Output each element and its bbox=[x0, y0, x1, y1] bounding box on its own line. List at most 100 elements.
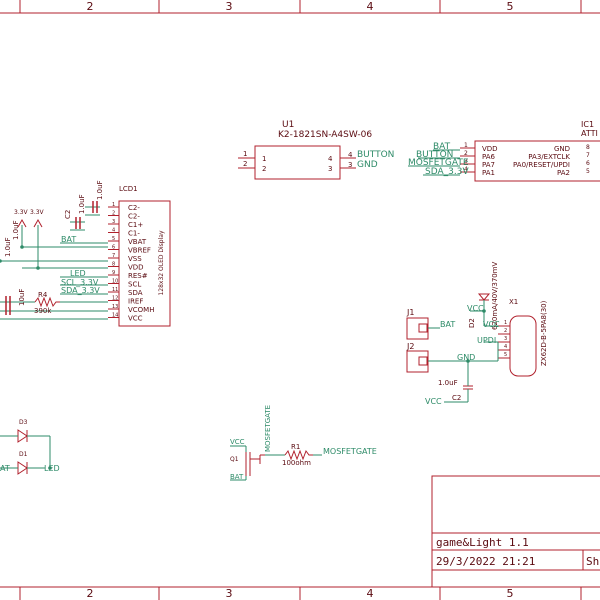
r4-ref: R4 bbox=[38, 291, 48, 299]
ic1-net-mosfetgate: MOSFETGATE bbox=[408, 158, 469, 168]
column-label-top-5: 5 bbox=[507, 0, 514, 13]
lcd1-pin-name: RES# bbox=[128, 272, 148, 280]
revision-date: 29/3/2022 21:21 bbox=[436, 555, 535, 568]
q1-mosfet: VCC BAT MOSFETGATE MOSFETGATE Q1 R1 100o… bbox=[230, 405, 377, 481]
j1-ref: J1 bbox=[406, 308, 414, 317]
cap-top-value: 1.0uF bbox=[96, 180, 104, 200]
ic1-pin-1-num: 1 bbox=[464, 142, 468, 149]
q1-bat: BAT bbox=[230, 473, 244, 481]
power-connectors: J1 J2 D2 620mA/40V/370mV X1 ZX62D-B-5PA8… bbox=[406, 261, 548, 406]
x1-pin-5: 5 bbox=[504, 352, 507, 358]
j1-net-bat: BAT bbox=[440, 320, 455, 329]
led-net-led: LED bbox=[44, 464, 60, 473]
c2-ref: C2 bbox=[452, 394, 461, 402]
frame-column-labels: 2 3 4 5 2 3 4 5 bbox=[87, 0, 514, 600]
lcd1-pin-name: SDA bbox=[128, 289, 143, 297]
cap-left-2-value: 1.0uF bbox=[12, 220, 20, 240]
ic1-pin-pa3: PA3/EXTCLK bbox=[528, 153, 570, 161]
led-d3-ref: D3 bbox=[19, 419, 28, 426]
lcd1-pin-name: SCL bbox=[128, 281, 141, 289]
ic1-net-button: BUTTON bbox=[416, 150, 453, 160]
lcd1-net-scl: SCL_3.3V bbox=[61, 278, 99, 287]
x1-net-vcc: VCC bbox=[483, 320, 500, 329]
x1-value: ZX62D-B-5PA8(30) bbox=[540, 300, 548, 366]
ic1-pin-pa1: PA1 bbox=[482, 169, 495, 177]
lcd1-pin-number: 13 bbox=[112, 304, 118, 310]
ic1-pin-7-num: 7 bbox=[586, 152, 590, 159]
ic1-pin-pa6: PA6 bbox=[482, 153, 496, 161]
lcd1-pin-number: 2 bbox=[112, 211, 115, 217]
x1-pin-4: 4 bbox=[504, 344, 507, 350]
column-label-bottom-5: 5 bbox=[507, 587, 514, 600]
lcd1-pin-number: 5 bbox=[112, 236, 115, 242]
q1-net-out: MOSFETGATE bbox=[323, 447, 377, 456]
led-net-bat: AT bbox=[0, 464, 10, 473]
lcd1-pin-name: IREF bbox=[128, 298, 143, 306]
title-block-text: game&Light 1.1 29/3/2022 21:21 Sh bbox=[436, 536, 599, 568]
q1-ref: Q1 bbox=[230, 456, 239, 463]
x1-ref: X1 bbox=[509, 298, 518, 306]
lcd1-pin-name: VBAT bbox=[128, 238, 147, 246]
lcd1-pin-name: C2- bbox=[128, 204, 140, 212]
column-label-top-4: 4 bbox=[367, 0, 374, 13]
lcd1-ref: LCD1 bbox=[119, 185, 138, 193]
lcd1-net-led: LED bbox=[70, 269, 86, 278]
lcd1-pin-number: 10 bbox=[112, 279, 118, 285]
ic1-pin-vdd: VDD bbox=[482, 145, 498, 153]
lcd1-net-bat: BAT bbox=[61, 235, 76, 244]
lcd1-pin-number: 9 bbox=[112, 270, 115, 276]
u1-ref: U1 bbox=[282, 120, 294, 130]
ic1-pin-3-num: 3 bbox=[464, 158, 468, 165]
lcd1-pin-number: 4 bbox=[112, 228, 115, 234]
d2-net-vcc: VCC bbox=[467, 304, 484, 313]
column-label-bottom-3: 3 bbox=[226, 587, 233, 600]
lcd1-pin-number: 11 bbox=[112, 287, 118, 293]
title-block bbox=[431, 475, 600, 588]
lcd1-net-sda: SDA_3.3V bbox=[61, 286, 100, 295]
lcd1-pin-name: VDD bbox=[128, 264, 144, 272]
ic1-pin-6-num: 6 bbox=[586, 160, 590, 167]
u1-net-button: BUTTON bbox=[357, 150, 394, 160]
ic1-microcontroller: IC1 ATTI 1 2 3 4 VDD PA6 PA7 PA1 GND PA3… bbox=[408, 120, 600, 182]
ic1-pin-5-num: 5 bbox=[586, 168, 590, 175]
rail-label-2: 3.3V bbox=[30, 209, 45, 216]
lcd1-pin-name: VCC bbox=[128, 315, 143, 323]
ic1-pin-8-num: 8 bbox=[586, 144, 590, 151]
u1-pin-1-num: 1 bbox=[243, 150, 247, 158]
lcd1-pin-number: 14 bbox=[112, 313, 118, 319]
ic1-net-bat: BAT bbox=[433, 142, 451, 152]
r1-value: 100ohm bbox=[282, 459, 311, 467]
u1-net-gnd: GND bbox=[357, 160, 378, 170]
c2-value: 1.0uF bbox=[438, 379, 458, 387]
d2-ref: D2 bbox=[468, 318, 476, 328]
u1-pin-3-inner: 3 bbox=[328, 165, 332, 173]
ic1-pin-pa2: PA2 bbox=[557, 169, 570, 177]
ic1-pin-2-num: 2 bbox=[464, 150, 468, 157]
column-label-bottom-2: 2 bbox=[87, 587, 94, 600]
lcd1-pin-name: VSS bbox=[128, 255, 142, 263]
lcd1-pin-number: 8 bbox=[112, 262, 115, 268]
lcd1-pin-name: VBREF bbox=[128, 247, 151, 255]
cap-c1-ref: C2 bbox=[64, 210, 72, 219]
cap-left-1-value: 1.0uF bbox=[4, 237, 12, 257]
cap-c1-value: 1.0uF bbox=[78, 194, 86, 214]
lcd1-pin-name: C2- bbox=[128, 213, 140, 221]
ic1-pin-pa7: PA7 bbox=[482, 161, 495, 169]
ic1-pin-pa0: PA0/RESET/UPDI bbox=[513, 161, 570, 169]
d2-value: 620mA/40V/370mV bbox=[491, 261, 499, 330]
x1-pin-2: 2 bbox=[504, 328, 507, 334]
sheet-label: Sh bbox=[586, 555, 599, 568]
ic1-ref: IC1 bbox=[581, 120, 594, 129]
column-label-top-3: 3 bbox=[226, 0, 233, 13]
column-label-top-2: 2 bbox=[87, 0, 94, 13]
q1-gate-net: MOSFETGATE bbox=[264, 405, 272, 452]
lcd1-pin-name: C1+ bbox=[128, 221, 143, 229]
lcd1-pin-name: VCOMH bbox=[128, 306, 155, 314]
lcd1-name: 128x32 OLED Display bbox=[158, 230, 165, 295]
x1-pin-3: 3 bbox=[504, 336, 507, 342]
j2-ref: J2 bbox=[406, 342, 414, 351]
